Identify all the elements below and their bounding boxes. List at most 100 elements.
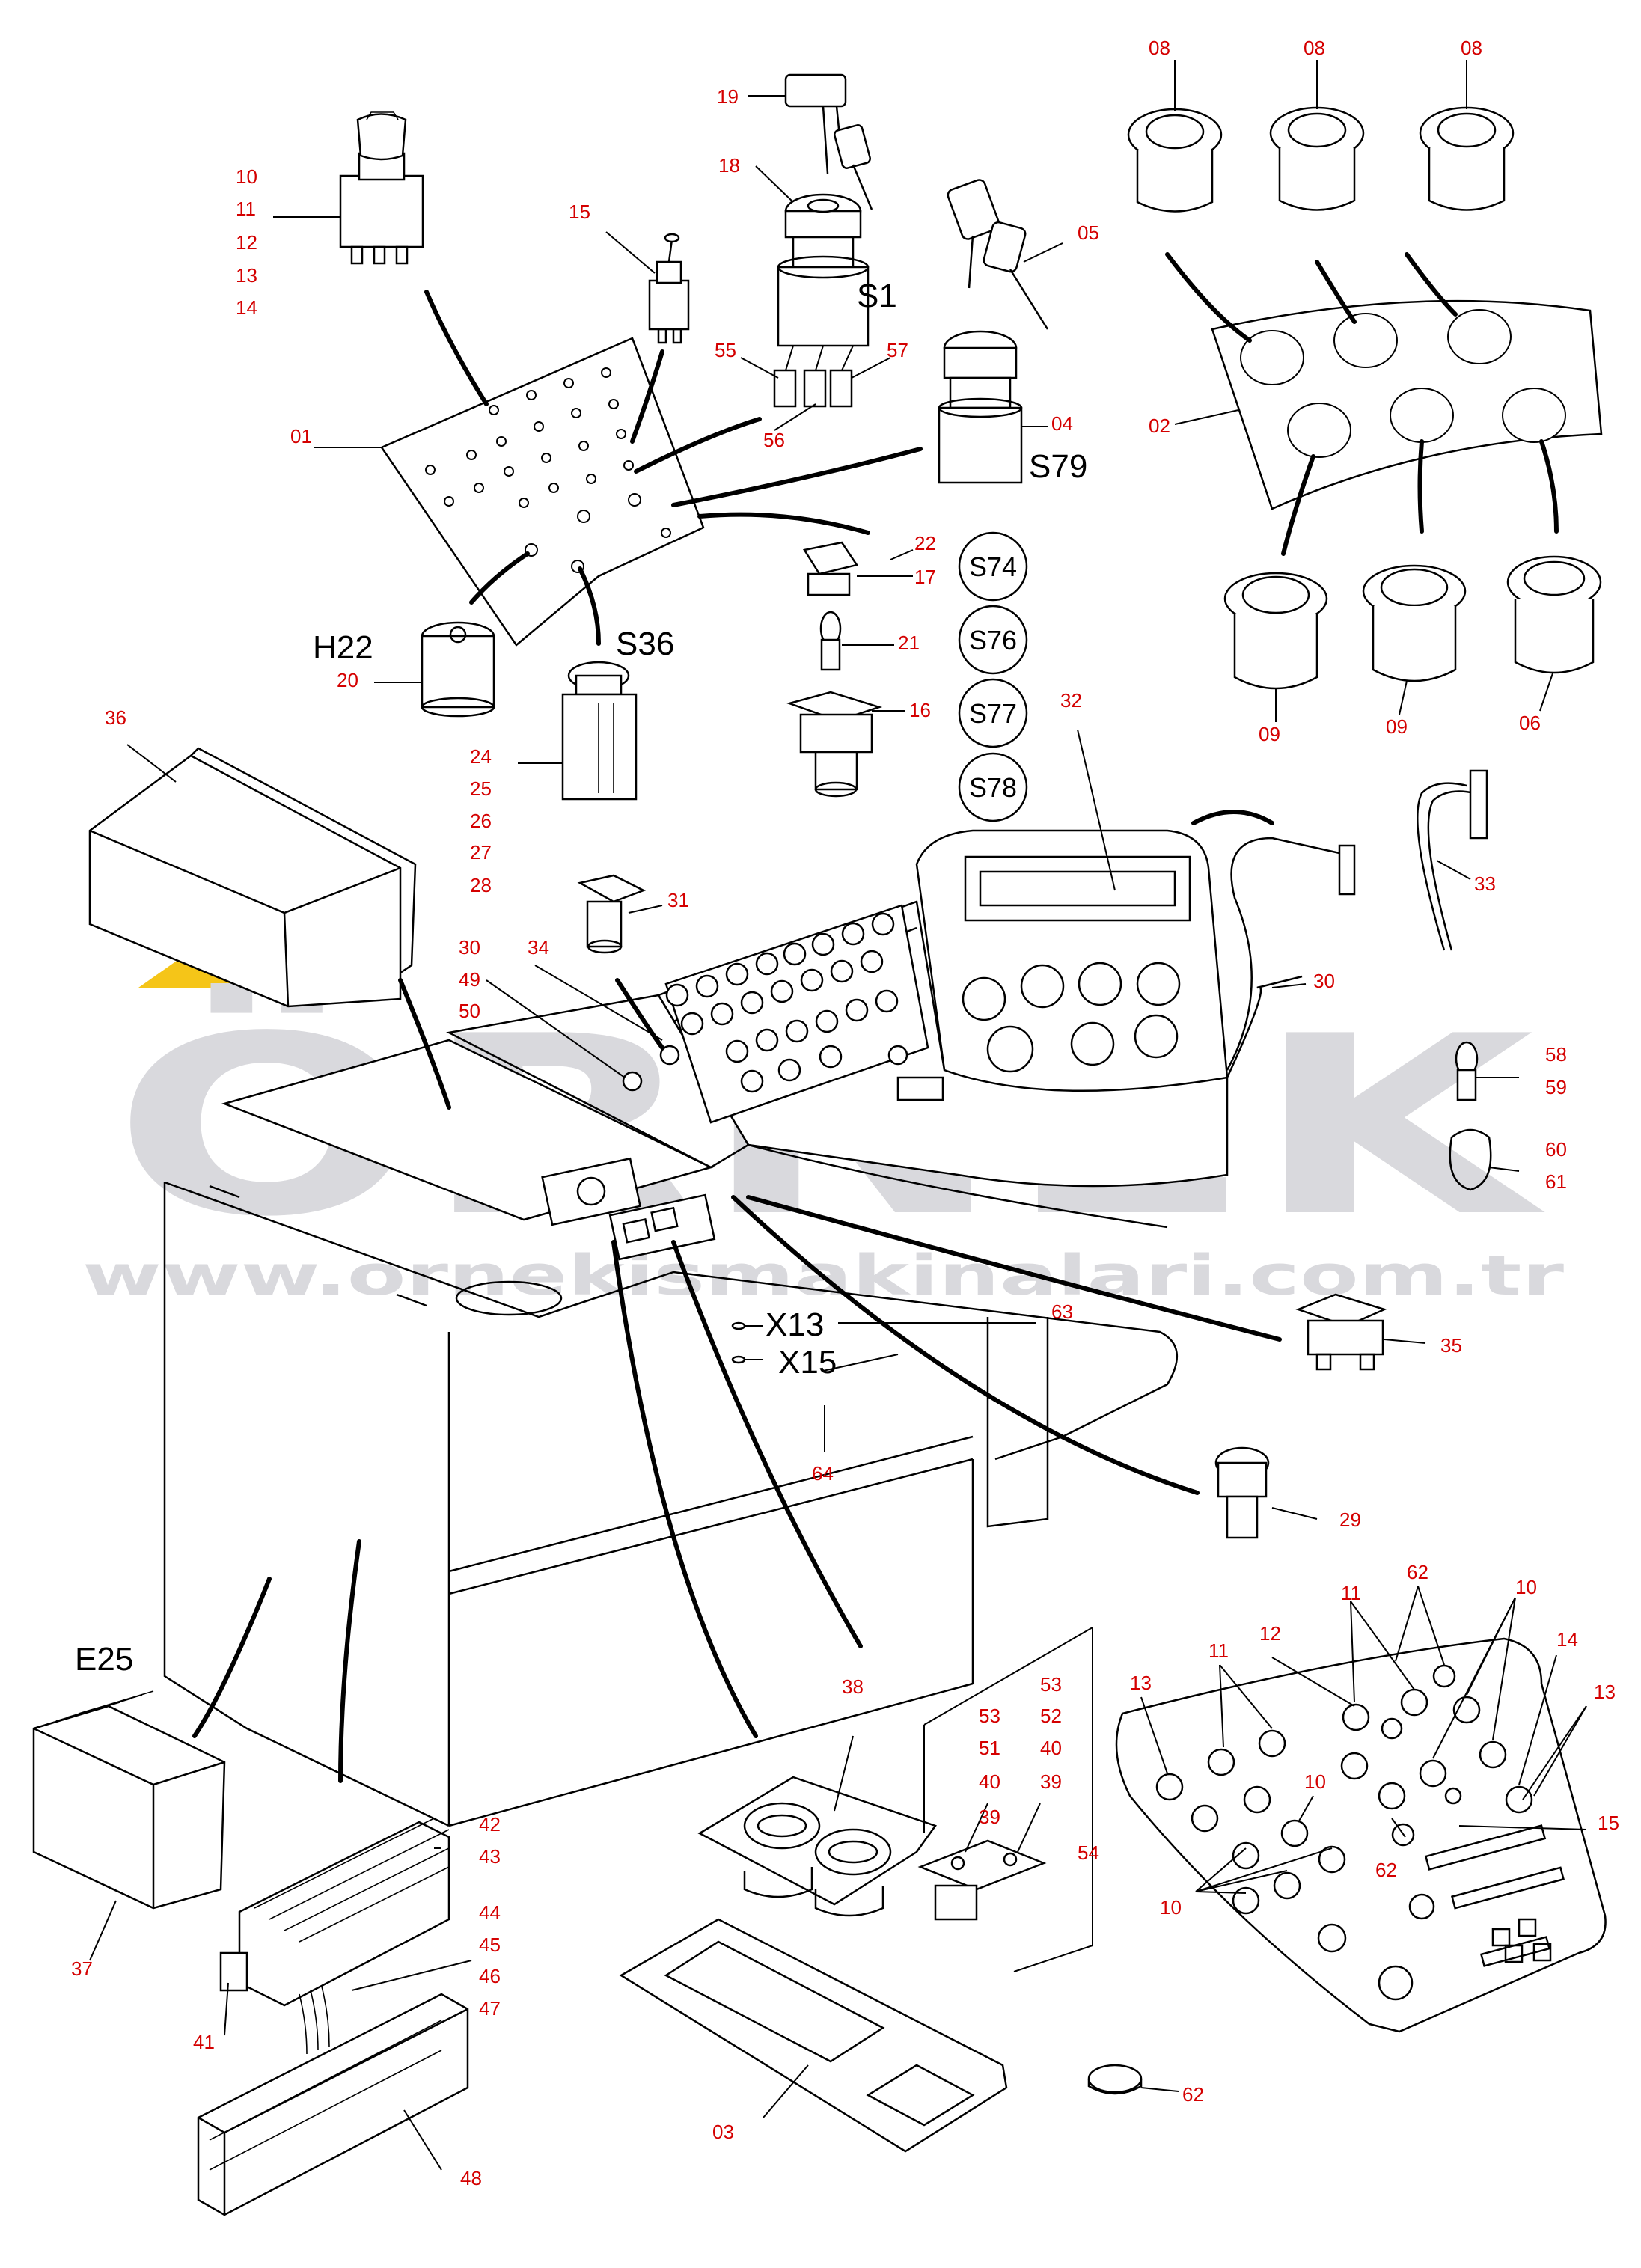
callout-10-b: 10: [1515, 1576, 1537, 1598]
callout-10: 10: [236, 165, 257, 188]
callout-63: 63: [1051, 1300, 1073, 1323]
callout-17: 17: [914, 566, 936, 588]
callout-51: 51: [979, 1737, 1000, 1759]
callout-62-a: 62: [1407, 1561, 1428, 1583]
callout-28: 28: [470, 874, 492, 896]
callout-44: 44: [479, 1901, 501, 1924]
callout-62-c: 62: [1182, 2083, 1204, 2106]
callout-30-b: 30: [1313, 970, 1335, 992]
cable-33: [1417, 769, 1488, 951]
callout-11-b: 11: [1341, 1582, 1361, 1604]
callout-04: 04: [1051, 412, 1073, 435]
gauge-09-b: [1362, 564, 1467, 715]
callout-30-a: 30: [459, 936, 480, 959]
relay-block-e25: [32, 1690, 226, 1961]
arrow-31-down: [615, 978, 664, 1050]
bulb-21: [819, 611, 894, 671]
arrow-02-c: [1405, 252, 1458, 317]
callout-39-a: 39: [979, 1806, 1000, 1828]
callout-13: 13: [236, 264, 257, 287]
arrow-01-ign: [634, 417, 762, 474]
callout-43: 43: [479, 1845, 501, 1868]
arrow-02-f: [1539, 439, 1559, 534]
designation-x15: X15: [778, 1344, 837, 1381]
arrow-01-s36: [578, 566, 601, 646]
callout-03: 03: [712, 2121, 734, 2143]
callout-54: 54: [1078, 1841, 1099, 1864]
plate-03: [619, 1918, 1008, 2153]
terminal-strip: [219, 1818, 472, 2055]
designation-s79: S79: [1029, 448, 1087, 485]
arrow-01-up: [424, 290, 489, 406]
switch-35: [1295, 1293, 1426, 1371]
callout-12-b: 12: [1259, 1622, 1281, 1645]
callout-09-a: 09: [1259, 723, 1280, 745]
callout-40-a: 40: [979, 1770, 1000, 1793]
emergency-stop-s36: [518, 661, 638, 801]
circle-label-s77: S77: [969, 698, 1017, 729]
arrow-02-d: [1281, 454, 1315, 556]
circle-label-s78: S78: [969, 772, 1017, 803]
socket-31: [577, 874, 663, 954]
arrow-cluster-cable: [1191, 810, 1274, 825]
callout-13-b: 13: [1130, 1672, 1152, 1694]
callout-25: 25: [470, 777, 492, 800]
arrow-01-toggle: [630, 349, 664, 444]
leaders-30-34: [486, 965, 680, 1092]
callout-61: 61: [1545, 1170, 1567, 1193]
gauge-09-a: [1223, 572, 1328, 722]
arrow-36-down: [398, 978, 451, 1110]
callout-11: 11: [236, 198, 256, 220]
connectors-55-57: [740, 345, 891, 431]
bracket-54: [923, 1627, 1093, 1972]
callout-16: 16: [909, 699, 931, 721]
gauge-08-c: [1419, 60, 1515, 211]
socket-29: [1214, 1446, 1318, 1539]
panel-knobs: [1155, 1664, 1565, 2001]
gauge-08-b: [1269, 60, 1365, 211]
lamp-h22: [374, 621, 495, 718]
circle-label-s74: S74: [969, 551, 1017, 582]
callout-06: 06: [1519, 712, 1541, 734]
callout-38: 38: [842, 1675, 864, 1698]
callout-01: 01: [290, 425, 312, 447]
callout-45: 45: [479, 1934, 501, 1956]
callout-56: 56: [763, 429, 785, 451]
callout-08-b: 08: [1304, 37, 1325, 59]
arrow-02-b: [1315, 260, 1357, 324]
callout-20: 20: [337, 669, 358, 691]
callout-62-b: 62: [1375, 1859, 1397, 1881]
callout-14: 14: [236, 296, 257, 319]
callout-05: 05: [1078, 221, 1099, 244]
callout-49: 49: [459, 968, 480, 991]
switch-body-16: [786, 691, 905, 798]
cap-62: [1087, 2064, 1179, 2095]
callout-46: 46: [479, 1965, 501, 1987]
lamp-58: [1449, 1041, 1520, 1191]
rotary-switch: [273, 111, 424, 265]
callout-02: 02: [1149, 415, 1170, 437]
arrow-02-e: [1417, 439, 1424, 534]
arrow-01-h22: [469, 551, 530, 605]
callout-33: 33: [1474, 872, 1496, 895]
designation-x13: X13: [766, 1306, 824, 1343]
gauge-08-a: [1127, 60, 1223, 213]
callout-08-a: 08: [1149, 37, 1170, 59]
callout-39-b: 39: [1040, 1770, 1062, 1793]
callout-26: 26: [470, 810, 492, 832]
switch-cap-17: [802, 541, 914, 596]
keys-05: [947, 179, 1063, 330]
switch-circles: S74 S76 S77 S78: [958, 531, 1028, 822]
callout-42: 42: [479, 1813, 501, 1836]
callout-64: 64: [812, 1462, 834, 1485]
callout-31: 31: [667, 889, 689, 911]
callout-59: 59: [1545, 1076, 1567, 1098]
arrow-01-17: [697, 512, 870, 535]
arrow-35: [746, 1195, 1282, 1342]
control-panel-bottom: [1115, 1586, 1607, 2033]
callout-09-b: 09: [1386, 715, 1408, 738]
arrow-01-s79: [671, 447, 923, 507]
callout-57: 57: [887, 339, 908, 361]
callout-27: 27: [470, 841, 492, 864]
callout-32: 32: [1060, 689, 1082, 712]
